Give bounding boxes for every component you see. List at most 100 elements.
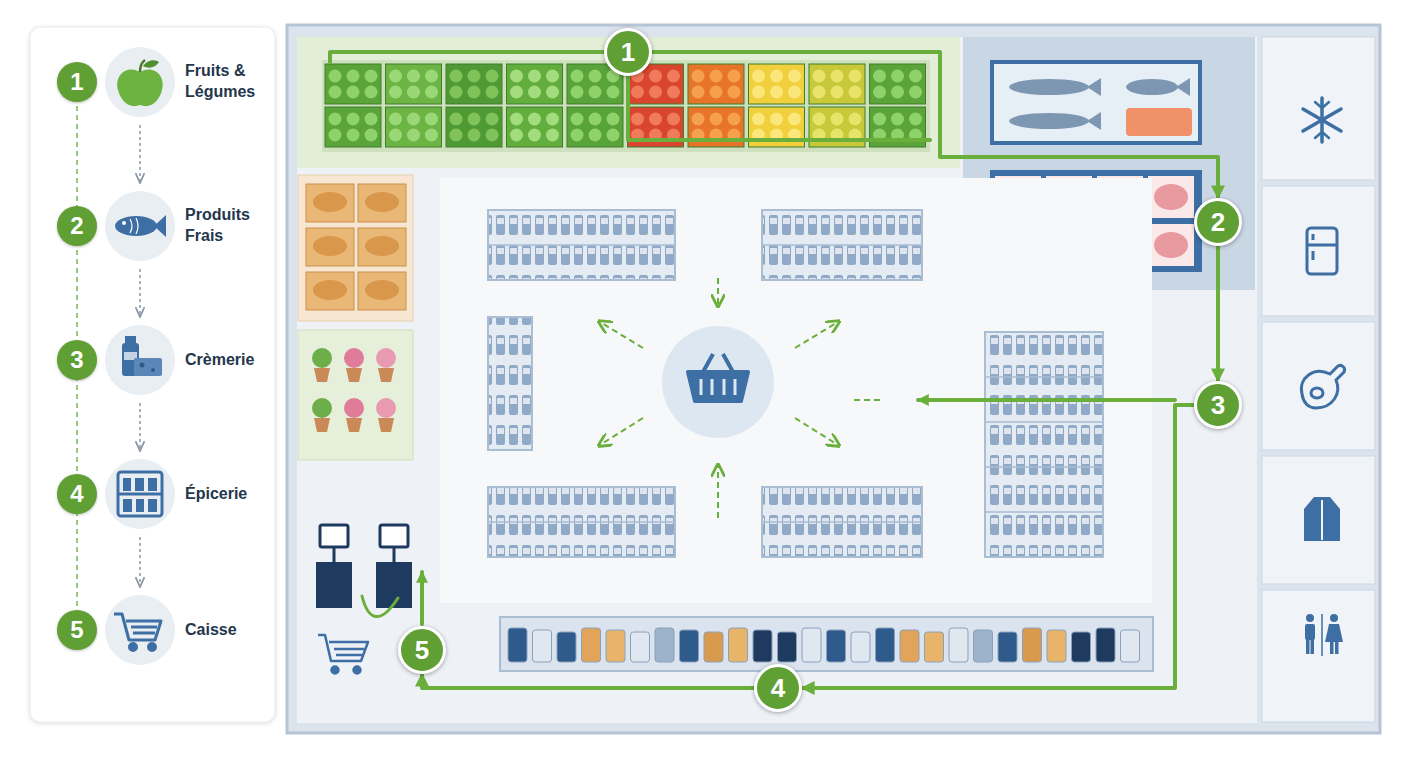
produce-crates-part: [589, 113, 602, 126]
shelves-part: [488, 317, 532, 450]
dashed-arrows-part: [850, 399, 880, 401]
bread-baskets-part: [306, 228, 354, 266]
plant-pots: [312, 348, 396, 432]
produce-crates-part: [752, 113, 765, 126]
callout-number: 1: [621, 39, 635, 65]
produce-area: [297, 37, 960, 168]
dairy-icon: [122, 336, 162, 376]
produce-crates-part: [589, 70, 602, 83]
restroom-icon-part: [1325, 624, 1343, 642]
produce-crates-part: [710, 86, 723, 99]
service-panels-part: [1262, 590, 1375, 722]
produce-crates-part: [692, 70, 705, 83]
basket-icon-part: [688, 372, 748, 401]
dashed-arrows-part: [717, 278, 719, 305]
shelves: [488, 210, 1103, 557]
step-row: 1Fruits & Légumes: [52, 47, 274, 117]
icon-grounds-part: [105, 325, 175, 395]
plant-pots-part: [314, 418, 330, 432]
trolley-icon: [318, 635, 368, 674]
fish-icon-part: [154, 215, 166, 237]
fridge-icon-part: [1312, 251, 1315, 260]
produce-crates-part: [329, 70, 342, 83]
snowflake-icon-part: [1315, 102, 1329, 138]
fish-display-part: [1009, 113, 1089, 129]
produce-crates-part: [891, 86, 904, 99]
produce-crates-part: [571, 113, 584, 126]
restroom-icon-part: [1306, 614, 1314, 622]
shelves-part: [488, 210, 675, 280]
jar-row-part: [655, 628, 674, 662]
produce-crates-part: [386, 64, 442, 104]
jar-row-part: [778, 632, 797, 662]
step-row: 2Produits Frais: [52, 191, 274, 261]
produce-crates-part: [749, 64, 805, 104]
restroom-icon-part: [1306, 639, 1310, 654]
shelves-part: [762, 210, 922, 280]
produce-crates-part: [631, 113, 644, 126]
cart-icon: [114, 614, 161, 651]
fish-display-part: [1009, 79, 1089, 95]
icon-grounds-part: [105, 459, 175, 529]
jar-row-part: [582, 628, 601, 662]
plant-pots-part: [312, 348, 332, 368]
shelves-part: [488, 487, 675, 557]
produce-crates-part: [649, 86, 662, 99]
jar-row-part: [1047, 630, 1066, 662]
produce-crates-part: [507, 64, 563, 104]
produce-crates-part: [486, 113, 499, 126]
callout-circle: 3: [1194, 381, 1242, 429]
restroom-icon-part: [1335, 641, 1339, 654]
route-extra-part: [330, 52, 604, 62]
produce-crates-part: [567, 107, 623, 147]
produce-crates-part: [909, 70, 922, 83]
jar-row-part: [753, 630, 772, 662]
produce-crates-part: [752, 86, 765, 99]
plant-pots-part: [344, 398, 364, 418]
dashed-arrows-part: [717, 466, 719, 518]
route-extra-part: [628, 76, 930, 140]
fridge-icon-part: [1307, 228, 1337, 274]
checkouts-part: [316, 562, 352, 608]
shelves-part: [762, 487, 922, 557]
produce-crates-part: [752, 70, 765, 83]
produce-crates-part: [389, 70, 402, 83]
produce-crates-part: [546, 129, 559, 142]
basket-icon: [688, 354, 748, 401]
jar-row-part: [533, 630, 552, 662]
cart-icon-part: [114, 614, 161, 640]
dairy-icon-part: [140, 363, 145, 368]
grocery-icon-part: [148, 499, 157, 512]
shelf-dividers-part: [985, 466, 1103, 468]
jar-row-part: [680, 630, 699, 662]
callout-number: 2: [1211, 209, 1225, 235]
service-panels-part: [1262, 456, 1375, 584]
plant-pots-part: [378, 368, 394, 382]
shelf-dividers-part: [488, 521, 675, 523]
produce-crates: [325, 64, 926, 147]
route-arrow: [802, 405, 1194, 688]
produce-crates-part: [546, 86, 559, 99]
trolley-icon-part: [332, 667, 339, 674]
jar-row-part: [1096, 628, 1115, 662]
produce-crates-part: [589, 86, 602, 99]
dashed-arrows-part: [600, 418, 643, 445]
produce-crates-part: [788, 113, 801, 126]
jar-row-part: [974, 630, 993, 662]
ham-icon-part: [1311, 388, 1323, 398]
jar-row-part: [1023, 628, 1042, 662]
snowflake-icon-part: [1303, 109, 1341, 131]
produce-crates-part: [849, 70, 862, 83]
bread-baskets-part: [306, 184, 354, 222]
step-number: 4: [57, 474, 97, 514]
bread-baskets-part: [306, 272, 354, 310]
produce-crates-part: [407, 113, 420, 126]
ham-icon-part: [1301, 365, 1344, 408]
plant-pots-part: [376, 398, 396, 418]
trolley-icon-part: [354, 667, 361, 674]
grocery-icon-part: [118, 493, 162, 496]
plant-pots-part: [346, 368, 362, 382]
fish-icon-part: [115, 216, 157, 236]
bread-baskets: [306, 184, 406, 310]
